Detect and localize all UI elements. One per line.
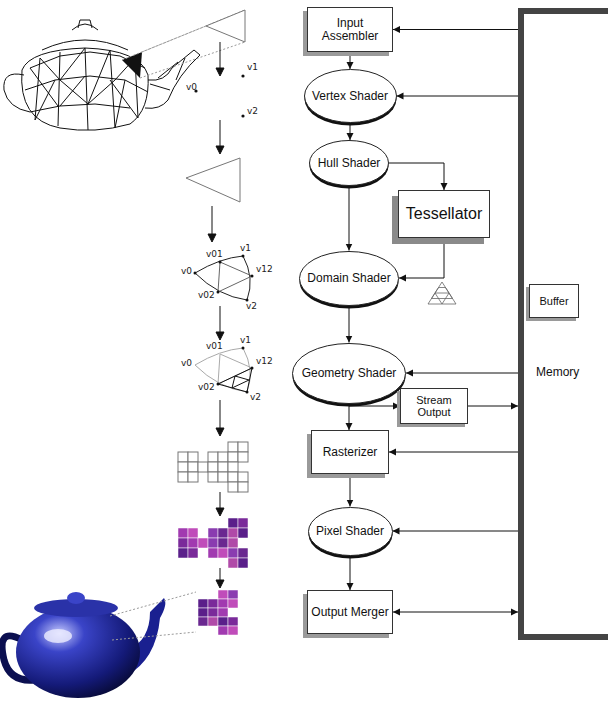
triangle — [186, 158, 240, 202]
shader-ellipse: Pixel Shader — [308, 507, 393, 556]
shader-ellipse: Hull Shader — [309, 140, 389, 186]
node-text: Hull Shader — [318, 157, 381, 170]
flow-connector — [468, 406, 518, 407]
projection-lines — [122, 10, 245, 78]
vertex-label: v12 — [256, 264, 273, 274]
subdivided-patch — [195, 348, 252, 392]
node-text: Rasterizer — [323, 446, 378, 459]
wireframe-teapot — [4, 20, 200, 130]
flow-arrows — [208, 42, 224, 588]
node-text: Buffer — [539, 295, 568, 307]
flow-connector — [399, 238, 444, 278]
node-text: Domain Shader — [307, 272, 390, 285]
flow-connector — [389, 452, 518, 453]
buffer-box: Buffer — [529, 284, 579, 318]
node-text: Memory — [536, 366, 579, 379]
flow-connector — [389, 163, 444, 190]
selected-triangle — [122, 52, 142, 78]
flow-connector — [406, 373, 518, 374]
node-text: Stream Output — [401, 394, 467, 418]
shader-ellipse: Geometry Shader — [292, 343, 406, 404]
vertex-label: v02 — [198, 290, 215, 300]
node-text: Input Assembler — [308, 17, 392, 43]
flow-connector — [393, 612, 518, 613]
vertex-label: v2 — [250, 392, 261, 402]
vertex-label: v0 — [186, 82, 197, 92]
node-text: Tessellator — [406, 205, 482, 223]
flow-connector — [393, 29, 518, 30]
vertex-label: v01 — [206, 249, 223, 259]
stage-box: Rasterizer — [311, 430, 389, 474]
vertex-label: v0 — [181, 266, 192, 276]
flow-connector — [349, 404, 350, 431]
node-text: Pixel Shader — [316, 525, 384, 538]
flow-connector — [349, 186, 350, 251]
node-text: Output Merger — [311, 606, 388, 619]
vertex-label: v1 — [240, 243, 251, 253]
generated-triangles — [218, 368, 252, 392]
vertex-label: v2 — [247, 106, 258, 116]
tessellator-box: Tessellator — [398, 190, 490, 238]
vertex-label: v1 — [247, 62, 258, 72]
flow-connector — [350, 52, 351, 69]
flow-connector — [397, 96, 519, 97]
flow-connector — [393, 531, 519, 532]
node-text: Vertex Shader — [312, 90, 388, 103]
shader-ellipse: Domain Shader — [299, 251, 399, 306]
triangle — [206, 10, 245, 42]
tessellated-patch — [195, 256, 252, 300]
flow-connector — [350, 123, 351, 140]
vertex-label: v12 — [256, 356, 273, 366]
vertex-label: v02 — [198, 382, 215, 392]
raster-cells — [178, 442, 248, 635]
projection-lines — [110, 592, 196, 640]
vertex-label: v2 — [246, 301, 257, 311]
stage-box: Output Merger — [307, 590, 393, 634]
flow-connector — [349, 306, 350, 343]
flow-connector — [350, 474, 351, 507]
flow-connector — [350, 556, 351, 591]
memory-panel: Memory Buffer — [518, 8, 608, 640]
vertex-label: v01 — [206, 341, 223, 351]
shader-ellipse: Vertex Shader — [304, 69, 397, 123]
stage-box: Stream Output — [400, 388, 468, 424]
rendered-teapot — [2, 592, 165, 698]
vertices — [194, 74, 244, 117]
node-text: Geometry Shader — [302, 367, 397, 380]
vertex-label: v0 — [181, 358, 192, 368]
tessellation-icon — [428, 282, 456, 304]
stage-box: Input Assembler — [307, 7, 393, 52]
vertex-label: v1 — [240, 335, 251, 345]
